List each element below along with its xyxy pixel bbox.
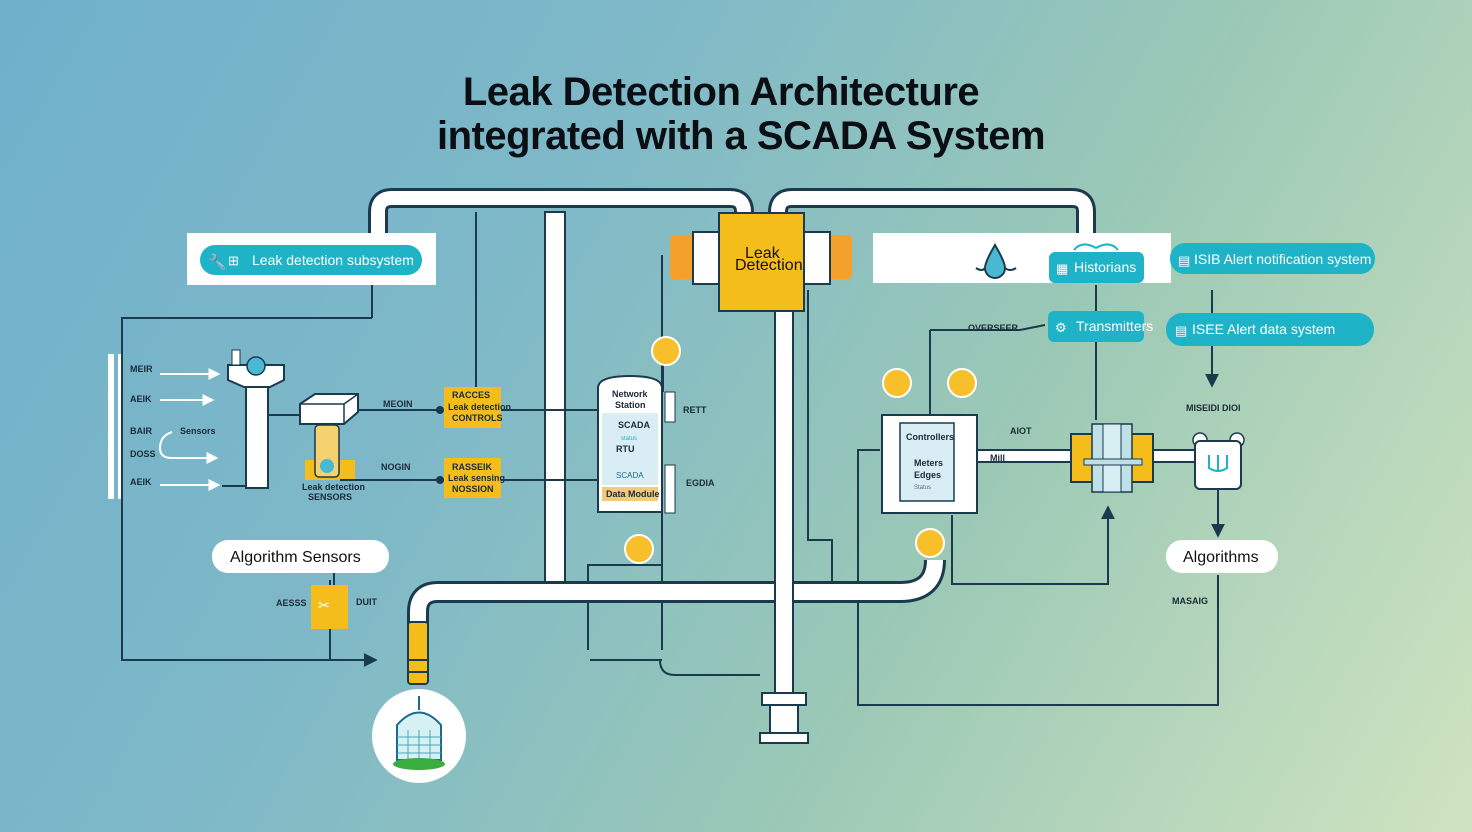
lamp-icon (915, 528, 945, 558)
rtu-right-bottom-label: EGDIA (686, 478, 715, 488)
svg-text:Leak detection: Leak detection (448, 402, 511, 412)
flow-meter-segment (407, 621, 429, 685)
svg-text:Mill: Mill (990, 453, 1005, 463)
leak-detection-central-unit[interactable]: Leak Detection (670, 212, 852, 312)
svg-text:BAIR: BAIR (130, 426, 152, 436)
svg-text:DOSS: DOSS (130, 449, 156, 459)
isolation-valve[interactable] (1070, 423, 1154, 493)
leak-detection-controls-box[interactable]: RACCES Leak detection CONTROLS (444, 387, 511, 428)
storage-tank-node[interactable] (372, 689, 466, 783)
pill-leak-detection-subsystem[interactable]: 🔧 ⊞ Leak detection subsystem (200, 245, 422, 275)
svg-text:Data Module: Data Module (606, 489, 660, 499)
controllers-panel[interactable]: Controllers Meters Edges Status (881, 414, 978, 514)
svg-text:status: status (621, 436, 637, 442)
sensor-icon: 🔧 (208, 252, 227, 271)
gauge-arrows (158, 368, 221, 491)
svg-text:Status: Status (914, 485, 931, 491)
bottom-horizontal-pipe (407, 559, 946, 680)
right-label: MISEIDI DIOI (1186, 403, 1241, 413)
algorithms-label: Algorithms (1183, 549, 1259, 566)
algorithm-sensors-label: Algorithm Sensors (230, 549, 361, 566)
algorithm-sensors-node[interactable]: Algorithm Sensors (212, 540, 389, 573)
svg-text:Controllers: Controllers (906, 432, 954, 442)
line-b-label: NOGIN (381, 462, 411, 472)
level-gauge: MEIR AEIK BAIR DOSS AEIK Sensors (108, 354, 216, 499)
flow-meter-device[interactable] (1192, 432, 1245, 490)
network-icon: ⚙ (1055, 320, 1067, 335)
svg-text:SCADA: SCADA (616, 471, 644, 480)
lamp-icon (882, 368, 912, 398)
server-icon: ▦ (1056, 261, 1068, 276)
svg-text:NOSSION: NOSSION (452, 484, 494, 494)
water-drop-icon (983, 243, 1007, 279)
rtu-scada-panel[interactable]: Network Station SCADA status RTU SCADA D… (597, 374, 676, 514)
central-box-line-2: Detection (735, 257, 803, 274)
left-small-label-2: DUIT (356, 597, 377, 607)
lamp-icon (947, 368, 977, 398)
top-pipe-right (768, 188, 1096, 240)
grid-icon: ⊞ (228, 253, 239, 268)
alert-icon: ▤ (1175, 323, 1187, 338)
algorithms-node[interactable]: Algorithms (1166, 540, 1278, 573)
lamp-icon (651, 336, 681, 366)
page-title-line-1: Leak Detection Architecture (462, 70, 980, 114)
pressure-sensor-tower[interactable] (227, 349, 285, 489)
pill-label: ISIB Alert notification system (1194, 251, 1371, 267)
main-vertical-pipe-left (544, 211, 566, 587)
svg-text:Network: Network (612, 389, 649, 399)
pill-label: Transmitters (1076, 318, 1153, 334)
pill-transmitters[interactable]: ⚙ Transmitters (1048, 311, 1153, 342)
svg-text:AEIK: AEIK (130, 477, 152, 487)
central-vertical-pipe (759, 299, 809, 744)
svg-text:RTU: RTU (616, 444, 635, 454)
rtu-right-top-label: RETT (683, 405, 707, 415)
svg-text:Sensors: Sensors (180, 426, 216, 436)
svg-text:AEIK: AEIK (130, 394, 152, 404)
svg-text:Leak sensing: Leak sensing (448, 473, 505, 483)
indicator-lamps (624, 336, 977, 564)
data-processing-chip[interactable]: ✂ (311, 585, 348, 629)
svg-text:SCADA: SCADA (618, 420, 651, 430)
pill-alert-notification-system[interactable]: ▤ ISIB Alert notification system (1170, 243, 1375, 274)
pill-historians[interactable]: ▦ Historians (1049, 252, 1144, 283)
pill-alert-data-system[interactable]: ▤ ISEE Alert data system (1166, 313, 1374, 346)
pill-label: ISEE Alert data system (1192, 321, 1335, 337)
leak-detection-sensor[interactable]: Leak detection SENSORS (299, 393, 365, 502)
alert-icon: ▤ (1178, 253, 1190, 268)
svg-text:RASSEIK: RASSEIK (452, 462, 493, 472)
pill-label: Historians (1074, 259, 1136, 275)
top-pipe-left (368, 188, 754, 240)
lamp-icon (624, 534, 654, 564)
svg-text:Leak detection: Leak detection (302, 482, 365, 492)
left-small-label-1: AESSS (276, 598, 307, 608)
processor-icon: ✂ (318, 597, 330, 613)
svg-text:RACCES: RACCES (452, 390, 490, 400)
line-a-label: MEOIN (383, 399, 413, 409)
controller-side-label: AIOT (1010, 426, 1032, 436)
pill-label: Leak detection subsystem (252, 252, 414, 268)
overseer-label: OVERSEER (968, 323, 1019, 333)
svg-text:CONTROLS: CONTROLS (452, 413, 503, 423)
page-title-line-2: integrated with a SCADA System (436, 114, 1046, 158)
svg-text:SENSORS: SENSORS (308, 492, 352, 502)
central-box-line-1: Leak (745, 245, 781, 262)
svg-text:Meters: Meters (914, 458, 943, 468)
svg-text:MEIR: MEIR (130, 364, 153, 374)
svg-text:Station: Station (615, 400, 646, 410)
right-bottom-label: MASAIG (1172, 596, 1208, 606)
svg-text:Edges: Edges (914, 470, 941, 480)
leak-sensing-box[interactable]: RASSEIK Leak sensing NOSSION (444, 458, 505, 498)
